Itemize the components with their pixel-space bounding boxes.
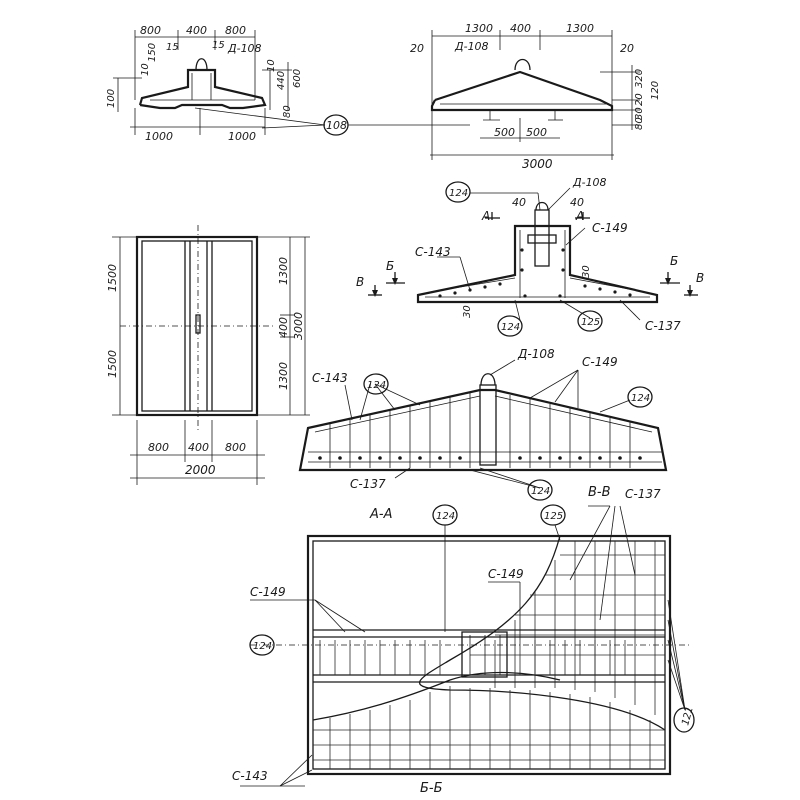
bottom-c149a: С-149 <box>488 567 524 581</box>
bottom-c149b: С-149 <box>250 585 286 599</box>
mid-d108: Д-108 <box>572 176 607 189</box>
bottom-mark-124b: 124 <box>253 641 272 652</box>
top-right-dim-1300a: 1300 <box>465 22 493 35</box>
top-left-440: 440 <box>276 71 287 90</box>
longitudinal-elevation <box>430 30 640 160</box>
elev-mark-124c: 124 <box>531 486 550 497</box>
mid-section-v-left: В <box>356 275 364 289</box>
top-right-dim-1300b: 1300 <box>566 22 594 35</box>
top-left-15b: 15 <box>212 40 225 51</box>
plan-dim-3000: 3000 <box>292 312 305 340</box>
top-left-d108-label: Д-108 <box>227 42 262 55</box>
top-left-dim-800a: 800 <box>140 24 161 37</box>
top-right-20a: 20 <box>410 42 424 55</box>
mid-mark-124b: 124 <box>501 322 520 333</box>
elev-c137: С-137 <box>350 477 386 491</box>
mid-section-a-left: А <box>481 209 490 223</box>
callout-108: 108 <box>326 119 347 132</box>
top-right-total-3000: 3000 <box>522 157 553 171</box>
section-aa-label: А-А <box>369 507 392 522</box>
mid-30a: 30 <box>581 265 592 278</box>
mid-section-v-right: В <box>696 271 704 285</box>
plan-dim-2000: 2000 <box>185 463 216 477</box>
top-right-20b: 20 <box>620 42 634 55</box>
plan-dim-800a: 800 <box>148 441 169 454</box>
top-left-10a: 10 <box>140 63 151 76</box>
top-left-100: 100 <box>106 89 117 108</box>
bottom-mark-125: 125 <box>544 511 563 522</box>
top-left-15a: 15 <box>166 42 179 53</box>
mid-mark-124: 124 <box>449 188 468 199</box>
plan-dim-1500a: 1500 <box>106 264 119 292</box>
top-left-dim-800b: 800 <box>225 24 246 37</box>
top-right-d108-label: Д-108 <box>454 40 489 53</box>
elev-c149: С-149 <box>582 355 618 369</box>
plan-dim-400: 400 <box>277 317 290 338</box>
plan-dim-800b: 800 <box>225 441 246 454</box>
elev-d108: Д-108 <box>517 347 555 361</box>
bottom-combined-section <box>240 504 695 787</box>
cross-section-view <box>113 30 326 135</box>
top-right-120: 120 <box>650 81 661 100</box>
top-right-dim-500b: 500 <box>526 126 547 139</box>
plan-view <box>112 225 310 485</box>
elev-c143: С-143 <box>312 371 348 385</box>
top-left-dim-1000b: 1000 <box>228 130 256 143</box>
elev-mark-124b: 124 <box>631 393 650 404</box>
bottom-c143: С-143 <box>232 769 268 783</box>
plan-dim-400b: 400 <box>188 441 209 454</box>
mid-section-b-left: Б <box>386 259 394 273</box>
bottom-mark-121: 121 <box>680 705 696 726</box>
section-vv-label: В-В <box>588 485 611 500</box>
top-left-10b: 10 <box>266 59 277 72</box>
mid-c143: С-143 <box>415 245 451 259</box>
top-left-150: 150 <box>147 43 158 62</box>
bottom-mark-124a: 124 <box>436 511 455 522</box>
plan-dim-1500b: 1500 <box>106 350 119 378</box>
mid-c149: С-149 <box>592 221 628 235</box>
top-right-320: 320 <box>634 69 645 88</box>
top-right-30: 30 <box>634 107 645 120</box>
plan-dim-1300a: 1300 <box>277 257 290 285</box>
top-left-600: 600 <box>292 69 303 88</box>
plan-dim-1300b: 1300 <box>277 362 290 390</box>
top-right-80: 80 <box>634 117 645 130</box>
mid-30b: 30 <box>462 305 473 318</box>
top-left-dim-1000a: 1000 <box>145 130 173 143</box>
top-right-dim-500a: 500 <box>494 126 515 139</box>
section-view-mid <box>368 181 698 337</box>
mid-40a: 40 <box>512 196 526 209</box>
elev-mark-124a: 124 <box>367 380 386 391</box>
top-right-dim-400: 400 <box>510 22 531 35</box>
top-right-20c: 20 <box>634 93 645 106</box>
section-bb-label: Б-Б <box>420 781 443 796</box>
top-left-80: 80 <box>282 105 293 118</box>
mid-c137: С-137 <box>645 319 681 333</box>
mid-section-b-right: Б <box>670 254 678 268</box>
mid-mark-125: 125 <box>581 317 600 328</box>
top-left-dim-400: 400 <box>186 24 207 37</box>
mid-section-a-right: А <box>575 209 584 223</box>
reinforcement-elevation <box>298 359 668 501</box>
mid-40b: 40 <box>570 196 584 209</box>
bottom-c137: С-137 <box>625 487 661 501</box>
